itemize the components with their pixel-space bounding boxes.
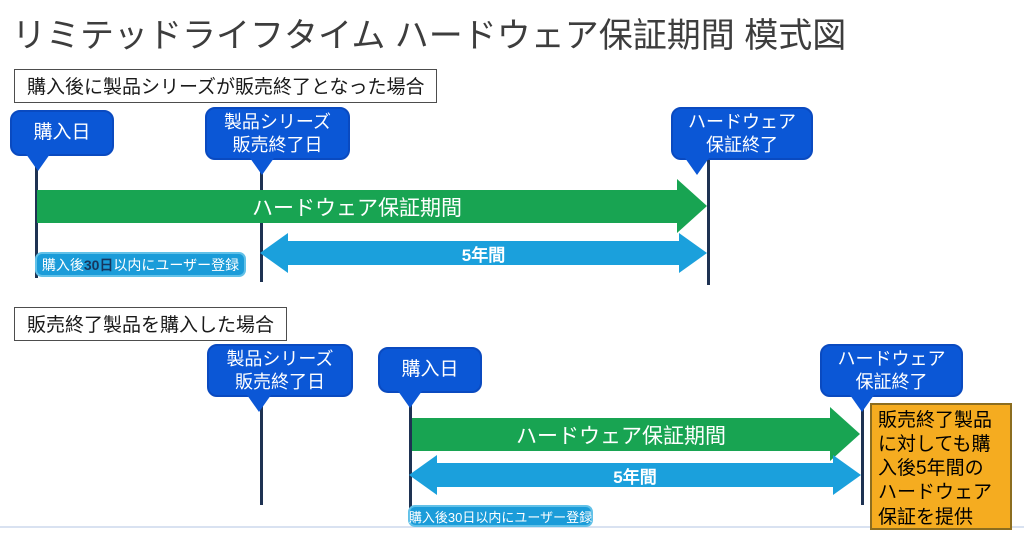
callout-tail-icon (26, 154, 50, 171)
callout-purchase-date-2: 購入日 (378, 347, 482, 393)
arrowhead-right-icon (830, 407, 860, 461)
arrowhead-left-icon (260, 233, 288, 273)
callout-tail-icon (247, 395, 271, 412)
callout-warranty-end-2: ハードウェア 保証終了 (820, 344, 963, 397)
callout-purchase-date-1: 購入日 (10, 110, 114, 156)
side-note-box: 販売終了製品 に対しても購 入後5年間の ハードウェア 保証を提供 (870, 403, 1012, 530)
timeline-line-purchase-1 (35, 156, 38, 278)
duration-arrow-1: 5年間 (288, 241, 679, 265)
callout-tail-icon (685, 158, 709, 175)
arrowhead-right-icon (833, 455, 861, 495)
warranty-period-arrow-2: ハードウェア保証期間 (412, 418, 830, 451)
registration-note-days: 30日 (83, 256, 114, 273)
duration-label: 5年間 (613, 467, 657, 487)
duration-arrow-2: 5年間 (437, 463, 833, 487)
arrowhead-right-icon (679, 233, 707, 273)
registration-note-text: 購入後 (41, 256, 84, 273)
callout-warranty-end-1: ハードウェア 保証終了 (671, 107, 813, 160)
page-title: リミテッドライフタイム ハードウェア保証期間 模式図 (12, 17, 847, 55)
warranty-period-arrow-1: ハードウェア保証期間 (37, 190, 677, 223)
bottom-divider (0, 526, 1024, 528)
callout-tail-icon (398, 391, 422, 408)
callout-eol-date-1: 製品シリーズ 販売終了日 (205, 107, 350, 160)
arrowhead-left-icon (409, 455, 437, 495)
duration-label: 5年間 (461, 245, 506, 265)
warranty-period-label: ハードウェア保証期間 (252, 196, 462, 220)
callout-tail-icon (850, 395, 874, 412)
warranty-period-label: ハードウェア保証期間 (516, 424, 726, 448)
timeline-line-eol-2 (260, 397, 263, 505)
timeline-line-warranty-end-1 (707, 159, 710, 285)
callout-tail-icon (250, 158, 274, 175)
section-1-header: 購入後に製品シリーズが販売終了となった場合 (14, 69, 438, 103)
callout-eol-date-2: 製品シリーズ 販売終了日 (207, 344, 353, 397)
timeline-line-purchase-2 (409, 394, 412, 508)
registration-note-2: 購入後30日以内にユーザー登録 (408, 505, 593, 527)
timeline-line-warranty-end-2 (861, 397, 864, 505)
registration-note-text: 以内にユーザー登録 (113, 256, 240, 273)
arrowhead-right-icon (677, 179, 707, 233)
section-2-header: 販売終了製品を購入した場合 (14, 307, 288, 341)
